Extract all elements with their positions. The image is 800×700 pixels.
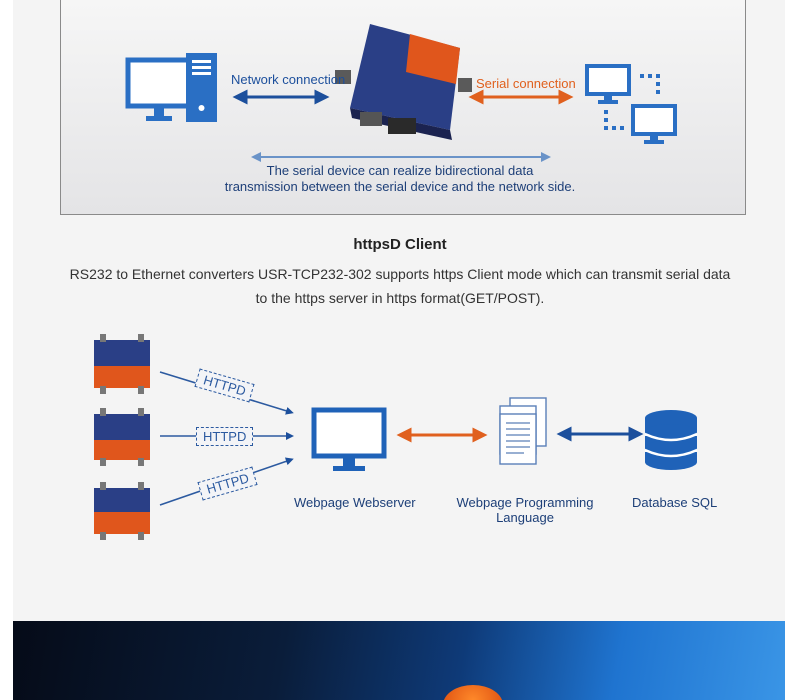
database-label: Database SQL (632, 495, 717, 510)
serial-devices-icon (587, 66, 675, 144)
banner-orb-graphic (443, 685, 503, 700)
programming-label-line-1: Webpage Programming (450, 495, 600, 510)
network-connection-label: Network connection (231, 72, 345, 87)
serial-connection-label: Serial connection (476, 76, 576, 91)
database-icon (645, 410, 697, 470)
section-heading: httpsD Client (0, 236, 800, 253)
description-line-2: to the https server in https format(GET/… (40, 286, 760, 310)
converter-device-image (335, 24, 472, 140)
caption-line-1: The serial device can realize bidirectio… (200, 163, 600, 179)
bidirectional-caption: The serial device can realize bidirectio… (200, 163, 600, 195)
promo-banner (13, 621, 785, 700)
converter-device-3 (94, 482, 150, 540)
programming-label-line-2: Language (450, 510, 600, 525)
caption-line-2: transmission between the serial device a… (200, 179, 600, 195)
httpd-label-2: HTTPD (196, 427, 253, 446)
description-line-1: RS232 to Ethernet converters USR-TCP232-… (40, 262, 760, 286)
converter-device-1 (94, 334, 150, 394)
section-description: RS232 to Ethernet converters USR-TCP232-… (40, 262, 760, 310)
webserver-label: Webpage Webserver (294, 495, 416, 510)
converter-device-2 (94, 408, 150, 466)
webserver-monitor-icon (314, 410, 384, 471)
documents-icon (500, 398, 546, 464)
programming-label: Webpage Programming Language (450, 495, 600, 525)
computer-icon (128, 53, 217, 122)
